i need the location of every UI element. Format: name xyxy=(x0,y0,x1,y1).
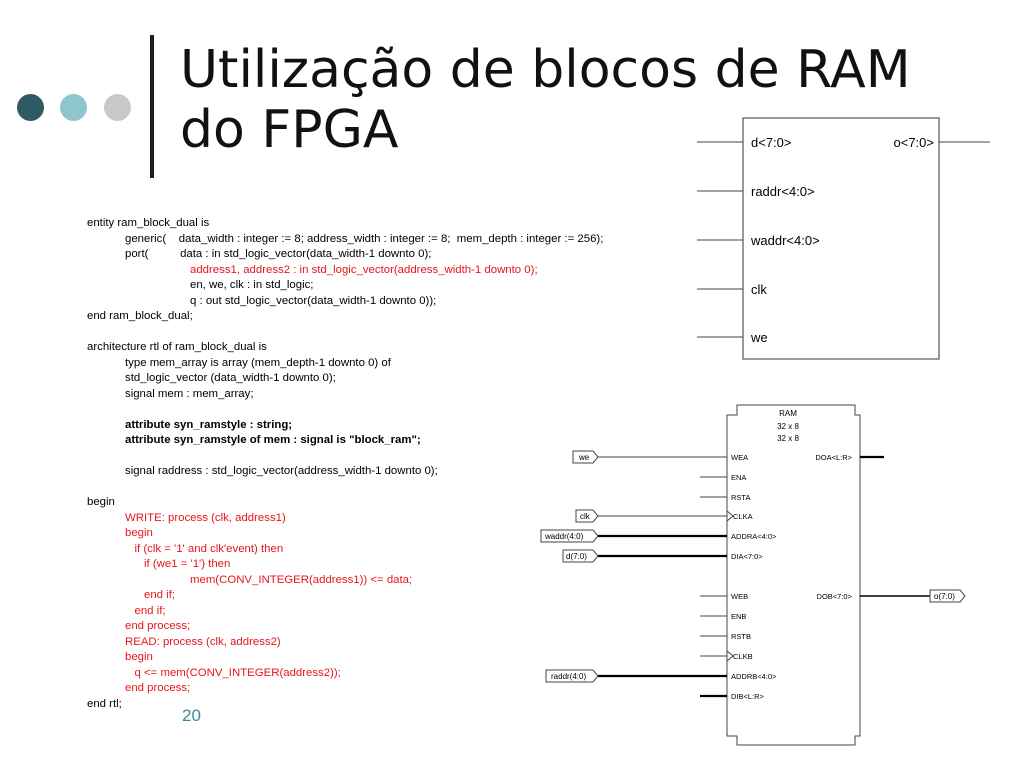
tag-waddr-label: waddr(4:0) xyxy=(544,532,584,541)
code-line: end if; xyxy=(125,604,166,617)
code-line: attribute syn_ramstyle : string; xyxy=(125,418,293,431)
code-line: signal raddress : std_logic_vector(addre… xyxy=(125,465,438,477)
code-line: address1, address2 : in std_logic_vector… xyxy=(190,263,538,276)
pin-addra-label: ADDRA<4:0> xyxy=(731,532,777,541)
code-line: port( data : in std_logic_vector(data_wi… xyxy=(125,248,432,260)
tag-d-shape xyxy=(562,549,599,563)
port-d-label: d<7:0> xyxy=(751,135,792,150)
code-line: end ram_block_dual; xyxy=(87,310,193,322)
ram-symbol-simple: d<7:0> o<7:0> raddr<4:0> waddr<4:0> clk … xyxy=(697,117,990,360)
tag-o-shape xyxy=(929,589,966,603)
ram-symbol-box xyxy=(742,117,940,360)
port-o-label: o<7:0> xyxy=(894,135,935,150)
slide-title: Utilização de blocos de RAM do FPGA xyxy=(180,40,911,160)
code-line: begin xyxy=(125,527,153,539)
slide-title-line2: do FPGA xyxy=(180,100,399,160)
code-line: end if; xyxy=(125,589,176,601)
code-line: type mem_array is array (mem_depth-1 dow… xyxy=(125,356,391,369)
code-line: if (we1 = '1') then xyxy=(125,558,231,570)
slide-title-line1: Utilização de blocos de RAM xyxy=(180,40,911,100)
code-line: end process; xyxy=(125,682,191,694)
tag-clk-shape xyxy=(575,509,599,523)
code-line: end rtl; xyxy=(87,697,122,710)
tag-clk-label: clk xyxy=(580,512,591,521)
decor-dot-grey xyxy=(104,94,131,121)
pin-ena-label: ENA xyxy=(731,473,746,482)
ram-primitive-box xyxy=(726,404,861,746)
clkb-clock-triangle xyxy=(726,650,734,662)
page-number: 20 xyxy=(182,706,201,725)
port-clk-label: clk xyxy=(751,282,767,297)
pin-rsta-label: RSTA xyxy=(731,493,750,502)
code-line: architecture rtl of ram_block_dual is xyxy=(87,341,267,353)
code-line: mem(CONV_INTEGER(address1)) <= data; xyxy=(190,573,413,586)
code-line: WRITE: process (clk, address1) xyxy=(125,511,286,524)
code-line: q : out std_logic_vector(data_width-1 do… xyxy=(190,294,437,307)
code-line: if (clk = '1' and clk'event) then xyxy=(125,542,284,555)
ram-primitive-size2: 32 x 8 xyxy=(777,434,799,443)
code-line: std_logic_vector (data_width-1 downto 0)… xyxy=(125,372,336,384)
code-line: begin xyxy=(125,651,153,663)
pin-clka-label: CLKA xyxy=(733,512,753,521)
code-line: entity ram_block_dual is xyxy=(87,217,210,229)
pin-dob-label: DOB<7:0> xyxy=(817,592,853,601)
clka-clock-triangle xyxy=(726,510,734,522)
code-line: begin xyxy=(87,496,115,508)
code-line: en, we, clk : in std_logic; xyxy=(190,279,314,291)
tag-waddr-shape xyxy=(540,529,599,543)
pin-enb-label: ENB xyxy=(731,612,746,621)
vhdl-code-block: entity ram_block_dual is generic( data_wi… xyxy=(87,216,603,712)
port-raddr-label: raddr<4:0> xyxy=(751,184,815,199)
tag-raddr-shape xyxy=(545,669,599,683)
pin-clkb-label: CLKB xyxy=(733,652,753,661)
tag-raddr-label: raddr(4:0) xyxy=(551,672,586,681)
code-line: attribute syn_ramstyle of mem : signal i… xyxy=(125,434,421,446)
decor-dot-teal xyxy=(60,94,87,121)
tag-d-label: d(7:0) xyxy=(566,552,587,561)
code-line: end process; xyxy=(125,620,191,632)
tag-we-shape xyxy=(572,450,599,464)
pin-dia-label: DIA<7:0> xyxy=(731,552,763,561)
pin-rstb-label: RSTB xyxy=(731,632,751,641)
port-waddr-label: waddr<4:0> xyxy=(750,233,820,248)
decor-dot-dark xyxy=(17,94,44,121)
ram-primitive-dual: RAM 32 x 8 32 x 8 WEA ENA RSTA CLKA ADDR… xyxy=(540,404,966,746)
ram-primitive-size1: 32 x 8 xyxy=(777,422,799,431)
port-we-label: we xyxy=(750,330,768,345)
title-divider xyxy=(150,35,154,178)
code-line: signal mem : mem_array; xyxy=(125,387,254,400)
pin-dib-label: DIB<L:R> xyxy=(731,692,765,701)
pin-wea-label: WEA xyxy=(731,453,748,462)
tag-we-label: we xyxy=(578,453,590,462)
pin-doa-label: DOA<L:R> xyxy=(815,453,852,462)
code-line: generic( data_width : integer := 8; addr… xyxy=(125,232,604,245)
pin-web-label: WEB xyxy=(731,592,748,601)
ram-primitive-name: RAM xyxy=(779,409,797,418)
code-line: q <= mem(CONV_INTEGER(address2)); xyxy=(125,666,341,679)
tag-o-label: o(7:0) xyxy=(934,592,955,601)
code-line: READ: process (clk, address2) xyxy=(125,635,281,648)
pin-addrb-label: ADDRB<4:0> xyxy=(731,672,777,681)
